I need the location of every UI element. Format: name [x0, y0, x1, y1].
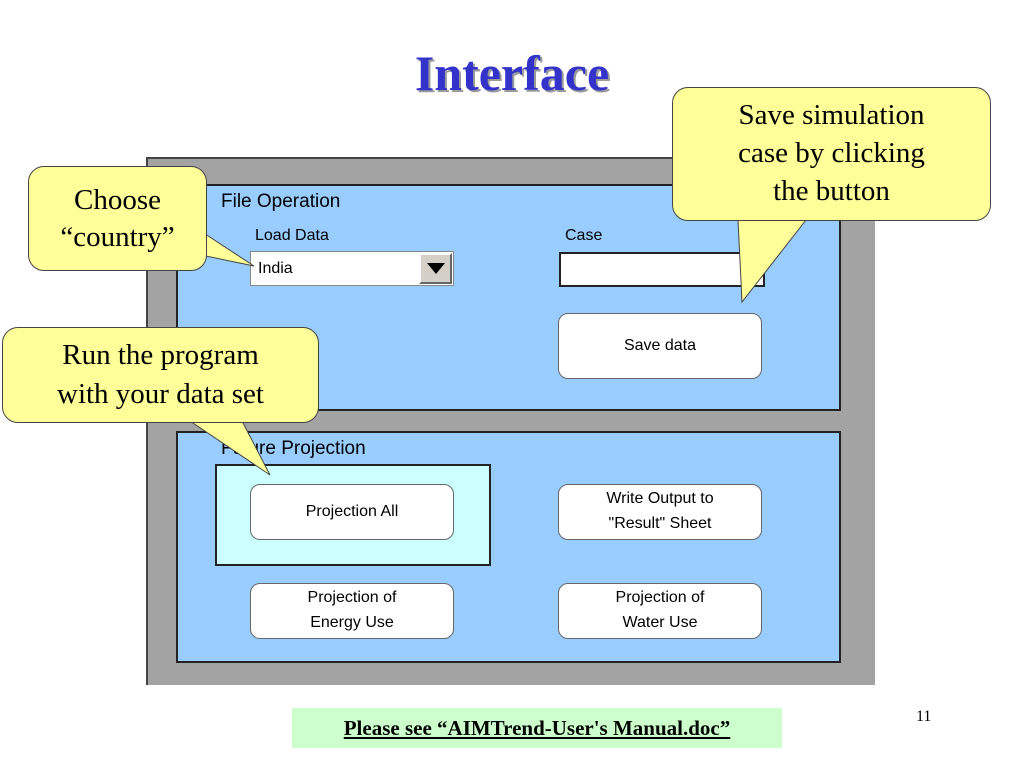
slide-title: Interface — [414, 45, 610, 101]
case-input[interactable] — [559, 252, 765, 287]
page-number: 11 — [916, 708, 932, 725]
case-label: Case — [565, 227, 603, 244]
choose-country-text: Choose “country” — [60, 184, 175, 253]
run-program-tail — [188, 420, 271, 476]
save-simulation-text: Save simulation case by clicking the but… — [738, 99, 925, 207]
save-simulation-callout: Save simulation case by clicking the but… — [672, 87, 991, 221]
write-output-button[interactable]: Write Output to "Result" Sheet — [558, 484, 762, 540]
save-data-button[interactable]: Save data — [558, 313, 762, 379]
projection-water-button[interactable]: Projection of Water Use — [558, 583, 762, 639]
triangle-down-icon — [427, 263, 445, 274]
file-operation-label: File Operation — [221, 191, 341, 212]
run-program-text: Run the program with your data set — [57, 338, 264, 410]
run-program-callout: Run the program with your data set — [2, 327, 319, 423]
country-dropdown[interactable]: India — [250, 251, 454, 286]
projection-energy-button[interactable]: Projection of Energy Use — [250, 583, 454, 639]
projection-all-button[interactable]: Projection All — [250, 484, 454, 540]
manual-footnote: Please see “AIMTrend-User's Manual.doc” — [292, 708, 782, 748]
load-data-label: Load Data — [255, 227, 329, 244]
save-simulation-tail — [737, 219, 808, 304]
dropdown-button[interactable] — [419, 253, 452, 284]
choose-country-callout: Choose “country” — [28, 166, 207, 271]
country-value: India — [258, 260, 293, 277]
